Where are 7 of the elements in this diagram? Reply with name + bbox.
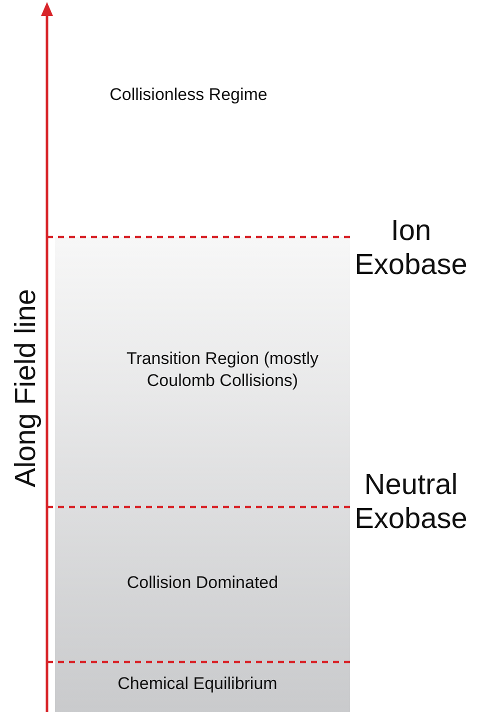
region-label: Collisionless Regime bbox=[110, 84, 268, 106]
boundary-label: Neutral Exobase bbox=[354, 468, 468, 536]
region-label: Transition Region (mostly Coulomb Collisions) bbox=[125, 348, 320, 392]
boundary-label: Ion Exobase bbox=[354, 214, 468, 282]
region-label: Collision Dominated bbox=[126, 572, 278, 594]
axis-label: Along Field line bbox=[8, 288, 43, 488]
region-label: Chemical Equilibrium bbox=[118, 672, 278, 695]
